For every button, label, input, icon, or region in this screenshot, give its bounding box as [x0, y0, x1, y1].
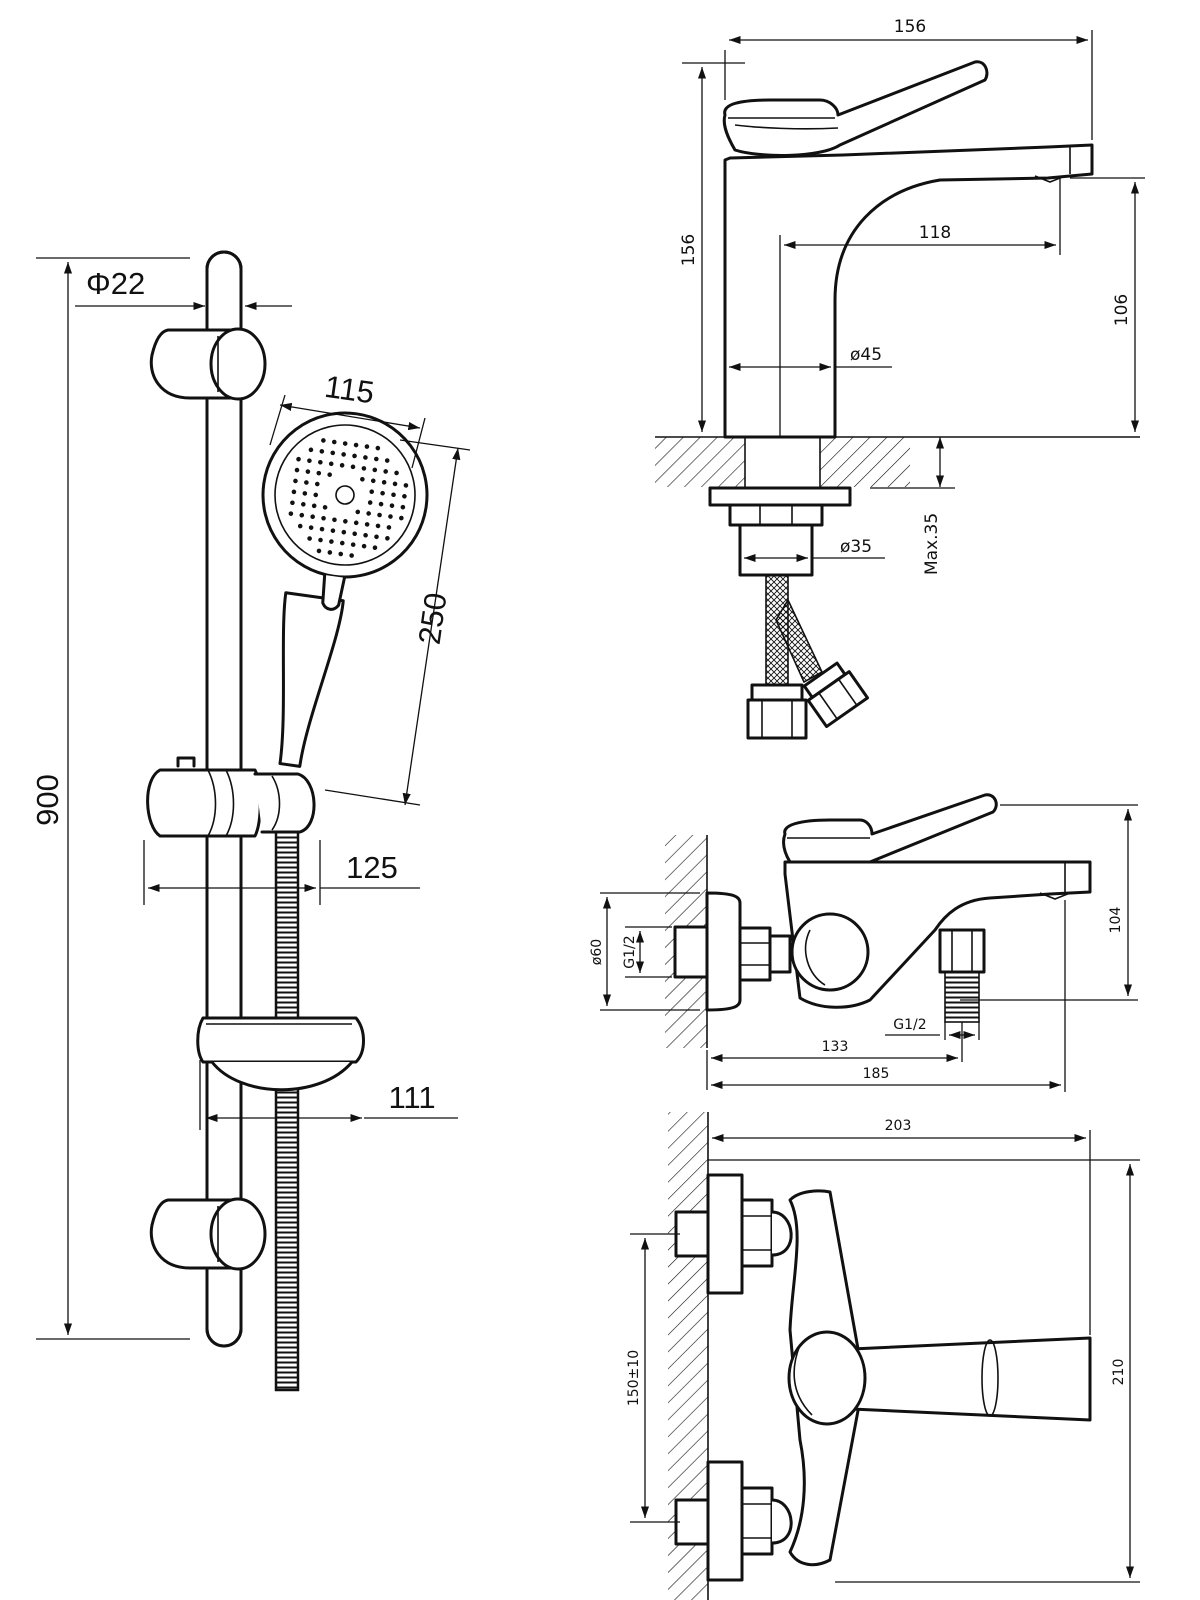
shower-hose	[274, 818, 300, 1392]
deck-hatch-left	[655, 437, 745, 487]
sliding-holder	[146, 756, 316, 838]
bottom-wall-bracket	[149, 1197, 267, 1271]
dim-bath-depth: 210	[1111, 1359, 1127, 1386]
dim-mixer-height: 156	[679, 234, 699, 266]
wall-flange	[705, 891, 742, 1012]
hand-shower	[261, 411, 429, 768]
hose-nut-right	[806, 670, 870, 729]
eccentric-nut	[738, 926, 772, 982]
dim-spout-reach: 118	[919, 223, 951, 243]
bath-mixer-side-drawing: ø60 G1/2 G1/2 104 133 185	[589, 793, 1138, 1092]
upper-nut	[740, 1198, 774, 1268]
bath-handle-top	[787, 1330, 867, 1426]
upper-inlet	[674, 1210, 710, 1258]
outlet-thread	[944, 971, 980, 1023]
dim-outlet-thread: G1/2	[893, 1017, 926, 1033]
deck-hatch-right	[820, 437, 910, 487]
threaded-shank	[738, 523, 814, 577]
top-wall-bracket	[149, 327, 267, 401]
dim-flange-diameter: ø60	[589, 939, 605, 965]
inlet-thread	[673, 925, 709, 979]
dim-bath-height: 104	[1108, 907, 1124, 934]
soap-dish	[196, 1016, 365, 1092]
fixing-washer	[708, 486, 852, 507]
dim-mixer-length: 156	[894, 17, 926, 37]
dim-total-height: 900	[30, 774, 65, 826]
dim-rail-diameter: Φ22	[86, 266, 145, 301]
dim-soap-dish-depth: 111	[388, 1080, 435, 1115]
dim-spout-height: 106	[1112, 294, 1132, 326]
dim-shank-diameter: ø35	[840, 537, 872, 557]
mixer-cartridge	[790, 912, 870, 992]
dim-max-deck: Max.35	[922, 513, 942, 575]
dim-outlet-distance: 133	[822, 1039, 849, 1055]
dim-head-length: 250	[412, 590, 454, 646]
bath-spout-top	[828, 1336, 1092, 1422]
dim-inlet-thread: G1/2	[622, 935, 638, 968]
dim-head-diameter: 115	[323, 369, 377, 411]
lever-handle	[722, 60, 989, 157]
dim-bath-width: 203	[885, 1118, 912, 1134]
basin-mixer-drawing: 156 156 118 106 ø45 ø35 Max.35	[655, 17, 1145, 740]
lower-inlet	[674, 1498, 710, 1546]
shower-set-drawing: 900 Φ22 115 250 125 111	[30, 250, 471, 1392]
dim-bath-projection: 185	[863, 1066, 890, 1082]
hose-nut-left	[746, 698, 808, 740]
fixing-nut	[728, 503, 824, 527]
lower-nut	[740, 1486, 774, 1556]
dim-body-diameter: ø45	[850, 345, 882, 365]
dim-inlet-centers: 150±10	[626, 1350, 642, 1406]
dim-holder-projection: 125	[346, 850, 398, 885]
outlet-connector	[938, 928, 986, 974]
lower-flange	[706, 1460, 744, 1582]
upper-flange	[706, 1173, 744, 1295]
supply-hose-right	[775, 598, 824, 684]
bath-lever-handle	[782, 793, 998, 864]
bath-mixer-top-drawing: 203 210 150±10	[626, 1112, 1140, 1600]
